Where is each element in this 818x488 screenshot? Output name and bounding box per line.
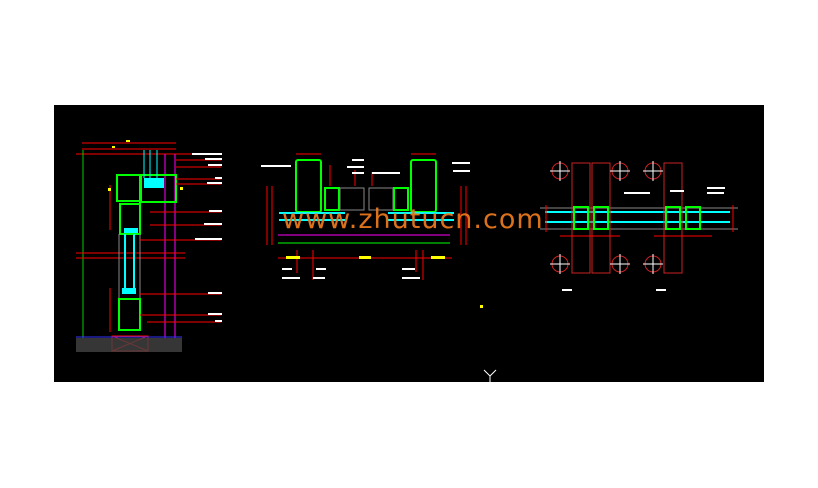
annotation-labels [192, 153, 222, 322]
column-marker-icons [550, 161, 663, 274]
vertical-section-view [76, 140, 222, 352]
horizontal-section-left-view [261, 153, 483, 308]
ucs-axis-icon [483, 369, 497, 382]
annotation-labels [562, 187, 725, 291]
horizontal-section-right-view [540, 161, 738, 291]
watermark: www.zhutucn.com [282, 204, 544, 235]
annotation-labels [261, 159, 470, 279]
